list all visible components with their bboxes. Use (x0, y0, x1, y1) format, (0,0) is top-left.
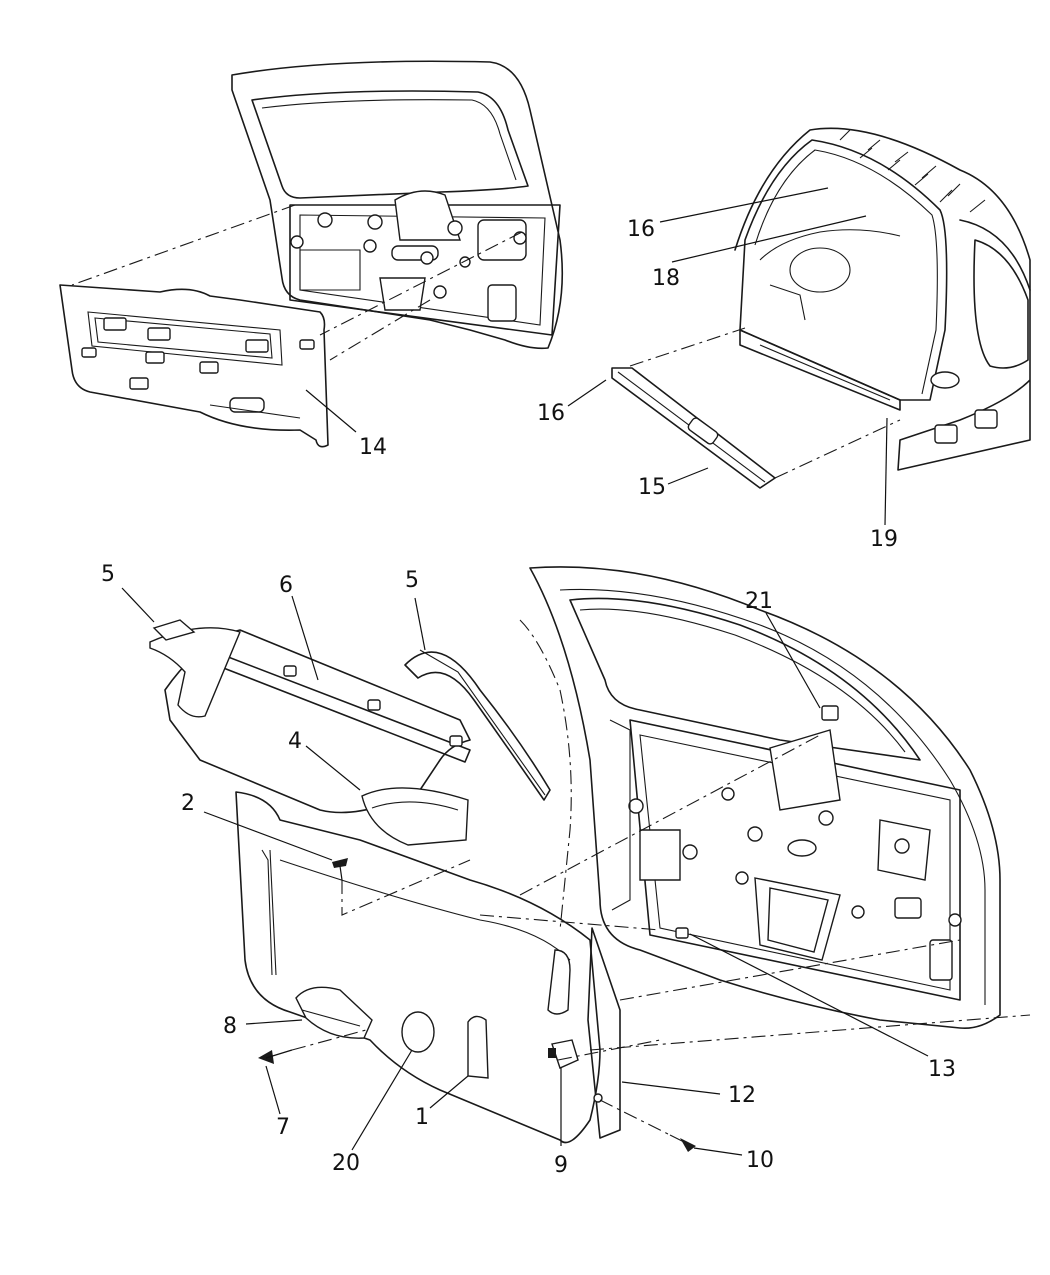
callout-19: 19 (870, 527, 898, 552)
callout-5-left: 5 (101, 562, 115, 587)
callout-13: 13 (928, 1057, 956, 1082)
callout-2: 2 (181, 791, 195, 816)
callout-1: 1 (415, 1105, 429, 1130)
callout-14: 14 (359, 435, 387, 460)
callout-16-lower: 16 (537, 401, 565, 426)
liftgate-exploded-view (59, 60, 564, 448)
callout-7: 7 (276, 1115, 290, 1140)
callout-6: 6 (279, 573, 293, 598)
callout-16-upper: 16 (627, 217, 655, 242)
callout-5-right: 5 (405, 568, 419, 593)
callout-9: 9 (554, 1153, 568, 1178)
trim-components-view (121, 566, 1031, 1156)
callout-10: 10 (746, 1148, 774, 1173)
callout-18: 18 (652, 266, 680, 291)
callout-4: 4 (288, 729, 302, 754)
callout-20: 20 (332, 1151, 360, 1176)
callout-21: 21 (745, 589, 773, 614)
callout-8: 8 (223, 1014, 237, 1039)
callout-15: 15 (638, 475, 666, 500)
callout-labels: 16 18 16 14 15 19 5 6 5 21 4 2 8 7 20 1 … (101, 217, 956, 1178)
callout-12: 12 (728, 1083, 756, 1108)
cargo-opening-view (305, 127, 1031, 526)
